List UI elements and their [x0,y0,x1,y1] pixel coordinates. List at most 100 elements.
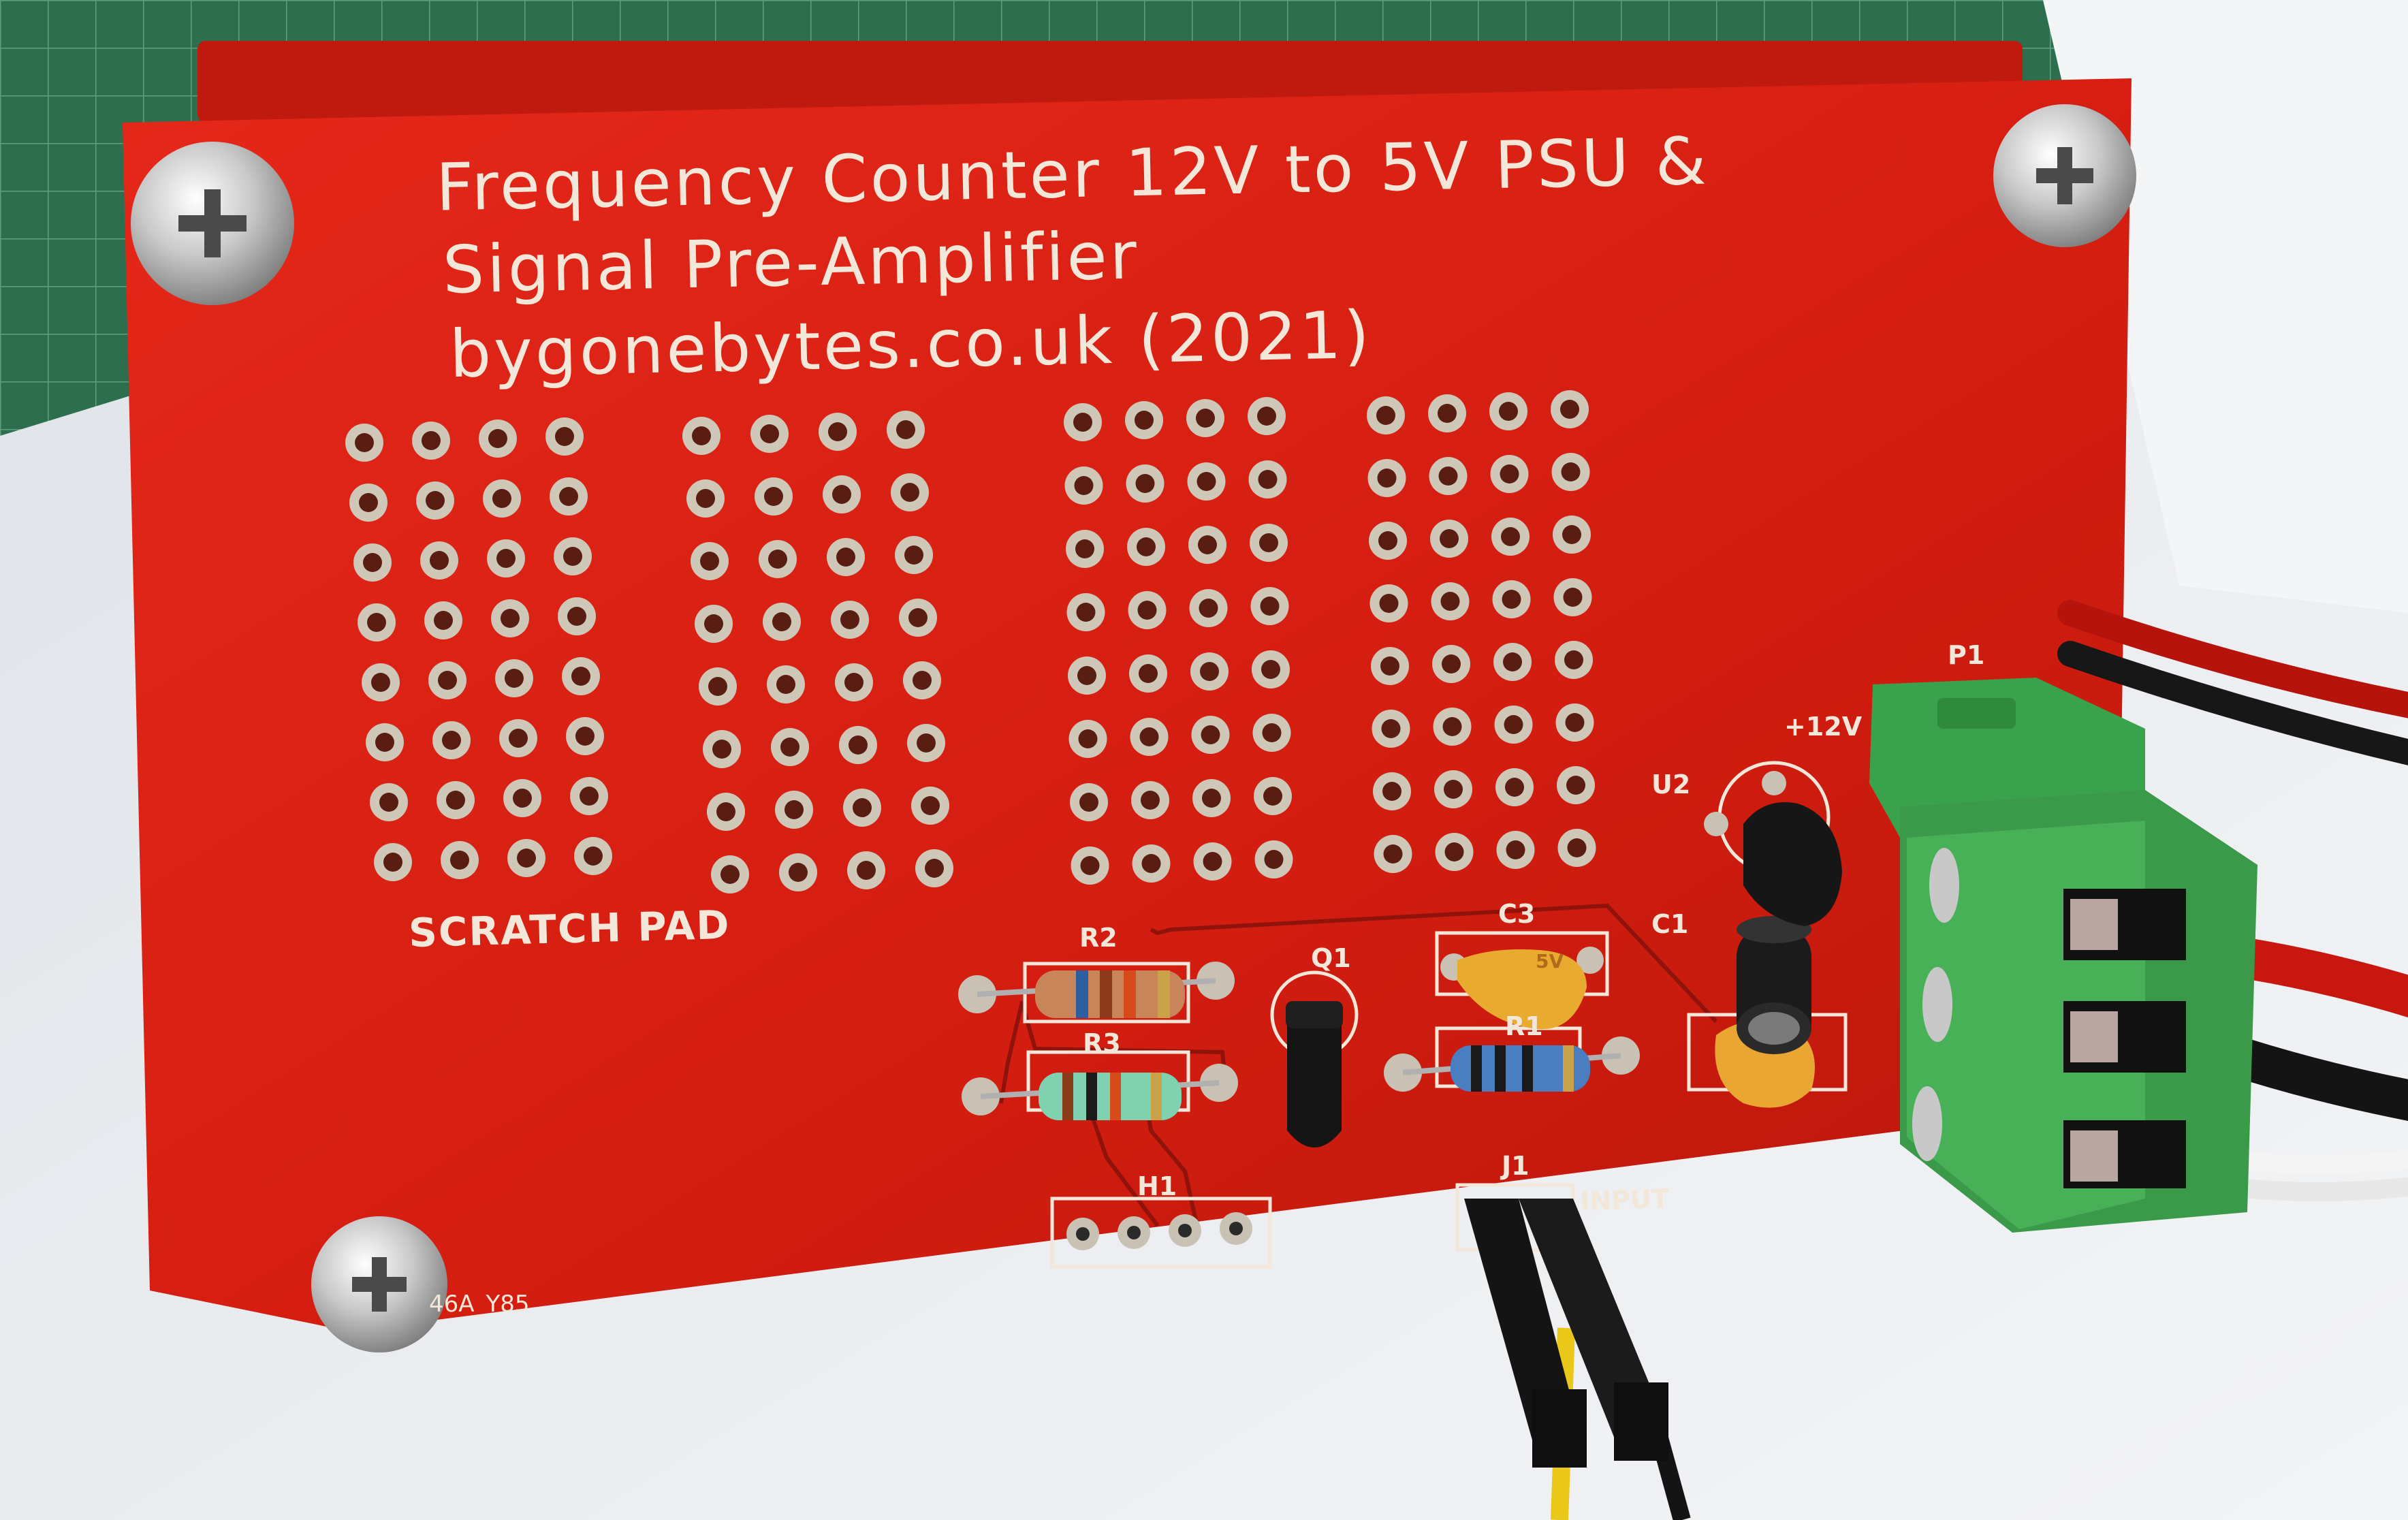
scratch-pad-hole-drill [772,612,791,631]
scratch-pad-hole-drill [785,800,804,819]
scratch-pad-hole-drill [488,429,507,448]
silk-q1: Q1 [1311,943,1351,973]
scratch-pad-hole-drill [559,487,578,506]
scratch-pad-hole-drill [509,729,528,748]
scratch-pad-hole-drill [1075,539,1094,558]
scratch-pad-hole-drill [1504,715,1523,734]
scratch-pad-hole-drill [696,489,715,508]
scratch-pad-hole-drill [789,863,808,882]
scratch-pad-hole-drill [692,426,711,445]
scratch-pad-hole-drill [708,677,727,696]
scratch-pad-hole-drill [1078,729,1098,748]
silk-input: INPUT [1579,1183,1670,1217]
scratch-pad-hole-drill [1264,850,1284,869]
scratch-pad-hole-drill [1567,838,1587,857]
scratch-pad-hole-drill [1442,654,1461,674]
scratch-pad-label: SCRATCH PAD [408,901,731,957]
scratch-pad-hole-drill [712,740,731,759]
scratch-pad-hole-drill [1203,852,1222,871]
resistor-r2 [958,962,1235,1024]
scratch-pad-hole-drill [1444,780,1463,799]
scratch-pad-hole-drill [422,431,441,450]
scratch-pad-hole-drill [853,798,872,817]
scratch-pad-hole-drill [1201,725,1220,744]
cap-marking-5v: 5V [1536,950,1564,972]
scratch-pad-hole-drill [836,548,855,567]
scratch-pad-hole-drill [1377,469,1397,488]
board-serial-code: 46A_Y85 [429,1291,530,1318]
scratch-pad-hole-drill [359,493,378,512]
scratch-pad-hole-drill [896,420,915,439]
scratch-pad-hole-drill [496,549,516,568]
scratch-pad-hole-drill [1383,844,1403,864]
scratch-pad-hole-drill [1137,537,1156,556]
scratch-pad-hole-drill [832,485,851,504]
silk-r1: R1 [1505,1011,1543,1041]
scratch-pad-hole-drill [1440,592,1460,611]
scratch-pad-hole-drill [1563,588,1583,607]
h1-header-outline [1050,1197,1272,1269]
scratch-pad-hole-drill [567,607,586,626]
scratch-pad-hole-drill [913,671,932,690]
silk-r2: R2 [1079,923,1118,953]
scratch-pad-hole-drill [371,673,390,692]
scratch-pad-hole-drill [1202,789,1221,808]
scratch-pad-hole-drill [513,789,532,808]
scratch-pad-hole-drill [367,613,386,632]
scratch-pad-hole-drill [379,793,398,812]
scratch-pad-hole-drill [1566,776,1585,795]
scratch-pad-hole-drill [776,675,795,694]
capacitor-c3 [1435,931,1609,1030]
scratch-pad-hole-drill [844,673,864,692]
pcb-board [123,78,2132,1331]
scratch-pad-hole-drill [1258,470,1278,489]
scratch-pad-hole-drill [1506,840,1525,859]
scratch-pad-hole-drill [917,733,936,753]
scratch-pad-hole-drill [1260,597,1280,616]
terminal-block-p1 [1869,678,2258,1233]
scratch-pad-hole-drill [1196,409,1215,428]
scratch-pad-hole-drill [575,727,595,746]
scratch-pad-hole-drill [1074,476,1094,495]
mounting-screw-bottom-left [311,1216,447,1352]
resistor-r1 [1384,1026,1640,1092]
scratch-pad-hole-drill [1263,787,1282,806]
mounting-screw-top-left [131,142,294,305]
scratch-pad-hole-drill [1501,527,1520,546]
scratch-pad-hole-drill [1440,529,1459,548]
scratch-pad-hole-drill [1200,662,1219,681]
silk-r3: R3 [1083,1028,1121,1058]
scratch-pad-hole-drill [434,611,453,630]
scratch-pad-hole-drill [840,610,859,629]
scratch-pad-hole-drill [1505,778,1524,797]
silk-plus12v: +12V [1784,712,1863,742]
board-title-line-2: Signal Pre-Amplifier [441,217,1141,308]
scratch-pad-hole-drill [1076,603,1096,622]
scratch-pad-hole-drill [1503,652,1522,671]
transistor-q1 [1270,970,1359,1147]
scratch-pad-hole-drill [1135,411,1154,430]
silk-h1: H1 [1137,1171,1177,1201]
scratch-pad-hole-drill [1259,533,1278,552]
scratch-pad-hole-drill [700,552,719,571]
scratch-pad-hole-drill [720,865,740,884]
paper-sheet-2 [2043,0,2408,613]
silk-c3: C3 [1498,899,1536,929]
scratch-pad-hole-drill [383,853,402,872]
resistor-r3 [962,1050,1238,1120]
scratch-pad-hole-drill [857,861,876,880]
silk-j1: J1 [1502,1151,1530,1181]
scratch-pad-hole-drill [1257,407,1276,426]
scratch-pad-hole-drill [904,545,923,565]
scratch-pad-hole-drill [1080,856,1100,875]
scratch-pad-hole-drill [1500,464,1519,484]
scratch-pad-holes [345,390,1596,893]
scratch-pad-hole-drill [442,731,461,750]
scratch-pad-hole-drill [1376,406,1395,425]
scratch-pad-hole-drill [1137,601,1157,620]
scratch-pad-hole-drill [375,733,394,752]
scratch-pad-hole-drill [1564,650,1583,669]
scratch-pad-hole-drill [584,846,603,866]
mounting-screw-top-right [1993,104,2136,247]
h1-header-pads [1066,1212,1252,1250]
